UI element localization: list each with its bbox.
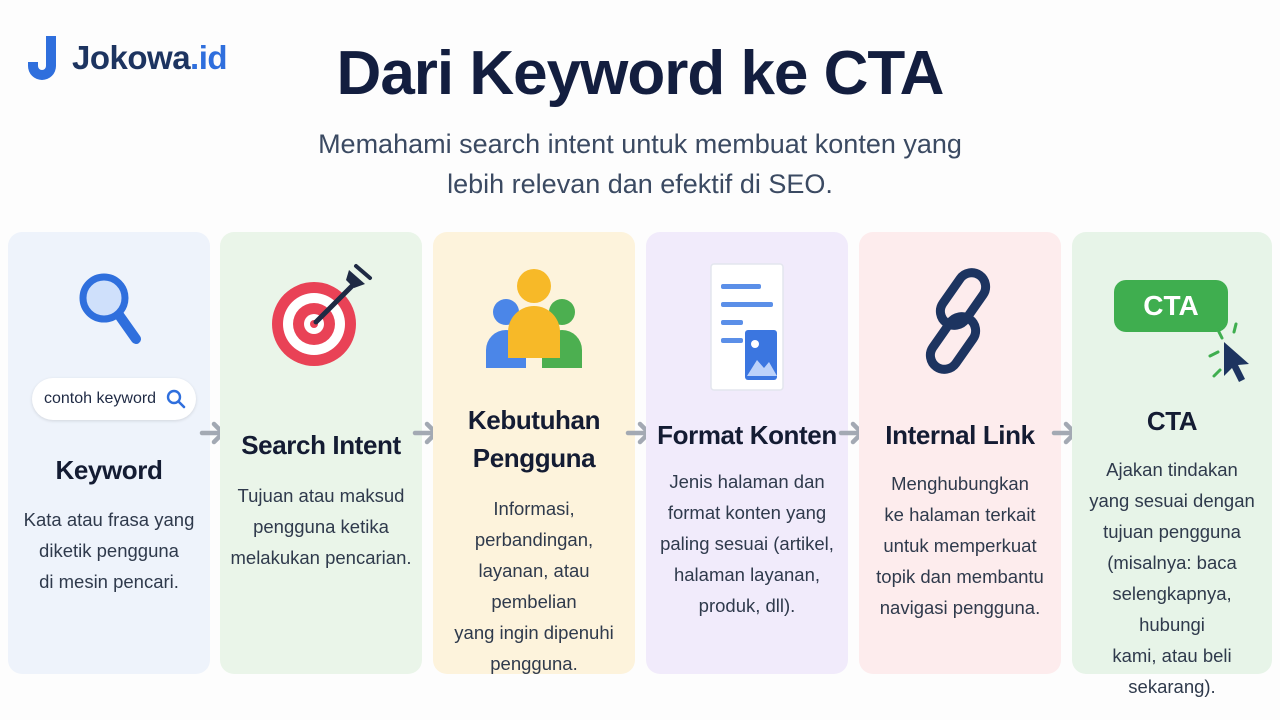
step-heading: Internal Link [885,420,1035,450]
document-icon [646,262,848,392]
step-description: Ajakan tindakan yang sesuai dengan tujua… [1089,459,1255,697]
step-keyword: contoh keyword Keyword Kata atau frasa y… [8,232,210,674]
step-description: Tujuan atau maksud pengguna ketika melak… [230,485,412,568]
step-search-intent: Search Intent Tujuan atau maksud penggun… [220,232,422,674]
cursor-click-icon [1208,322,1249,382]
brand-name-tld: .id [190,39,228,76]
step-cta: CTA CTA Ajakan tindakan yang sesuai deng… [1072,232,1272,697]
users-icon [433,266,635,370]
search-input-text: contoh keyword [44,390,157,407]
brand-name: Jokowa.id [72,39,228,77]
step-description: Menghubungkan ke halaman terkait untuk m… [876,473,1044,618]
magnifier-icon [8,260,210,356]
step-description: Informasi, perbandingan, layanan, atau p… [454,498,614,674]
search-input[interactable]: contoh keyword [32,378,196,420]
step-description: Kata atau frasa yang diketik pengguna di… [23,509,195,592]
step-heading: CTA [1146,406,1198,436]
cta-button[interactable]: CTA [1114,280,1228,332]
step-heading: Kebutuhan Pengguna [467,405,601,473]
page-title: Dari Keyword ke CTA [336,39,945,108]
target-icon [220,262,422,374]
step-user-needs: Kebutuhan Pengguna Informasi, perbanding… [433,232,635,674]
step-heading: Search Intent [241,430,401,460]
page-subtitle: Memahami search intent untuk membuat kon… [318,129,962,199]
search-icon[interactable] [166,389,186,409]
step-content-format: Format Konten Jenis halaman dan format k… [646,232,848,674]
step-heading: Format Konten [657,420,837,450]
step-heading: Keyword [55,455,163,485]
step-description: Jenis halaman dan format konten yang pal… [660,471,834,616]
link-icon [859,268,1061,374]
step-internal-link: Internal Link Menghubungkan ke halaman t… [859,232,1061,674]
brand-logo[interactable]: Jokowa.id [24,32,228,84]
brand-j-icon [28,36,56,80]
brand-name-main: Jokowa [72,39,191,76]
